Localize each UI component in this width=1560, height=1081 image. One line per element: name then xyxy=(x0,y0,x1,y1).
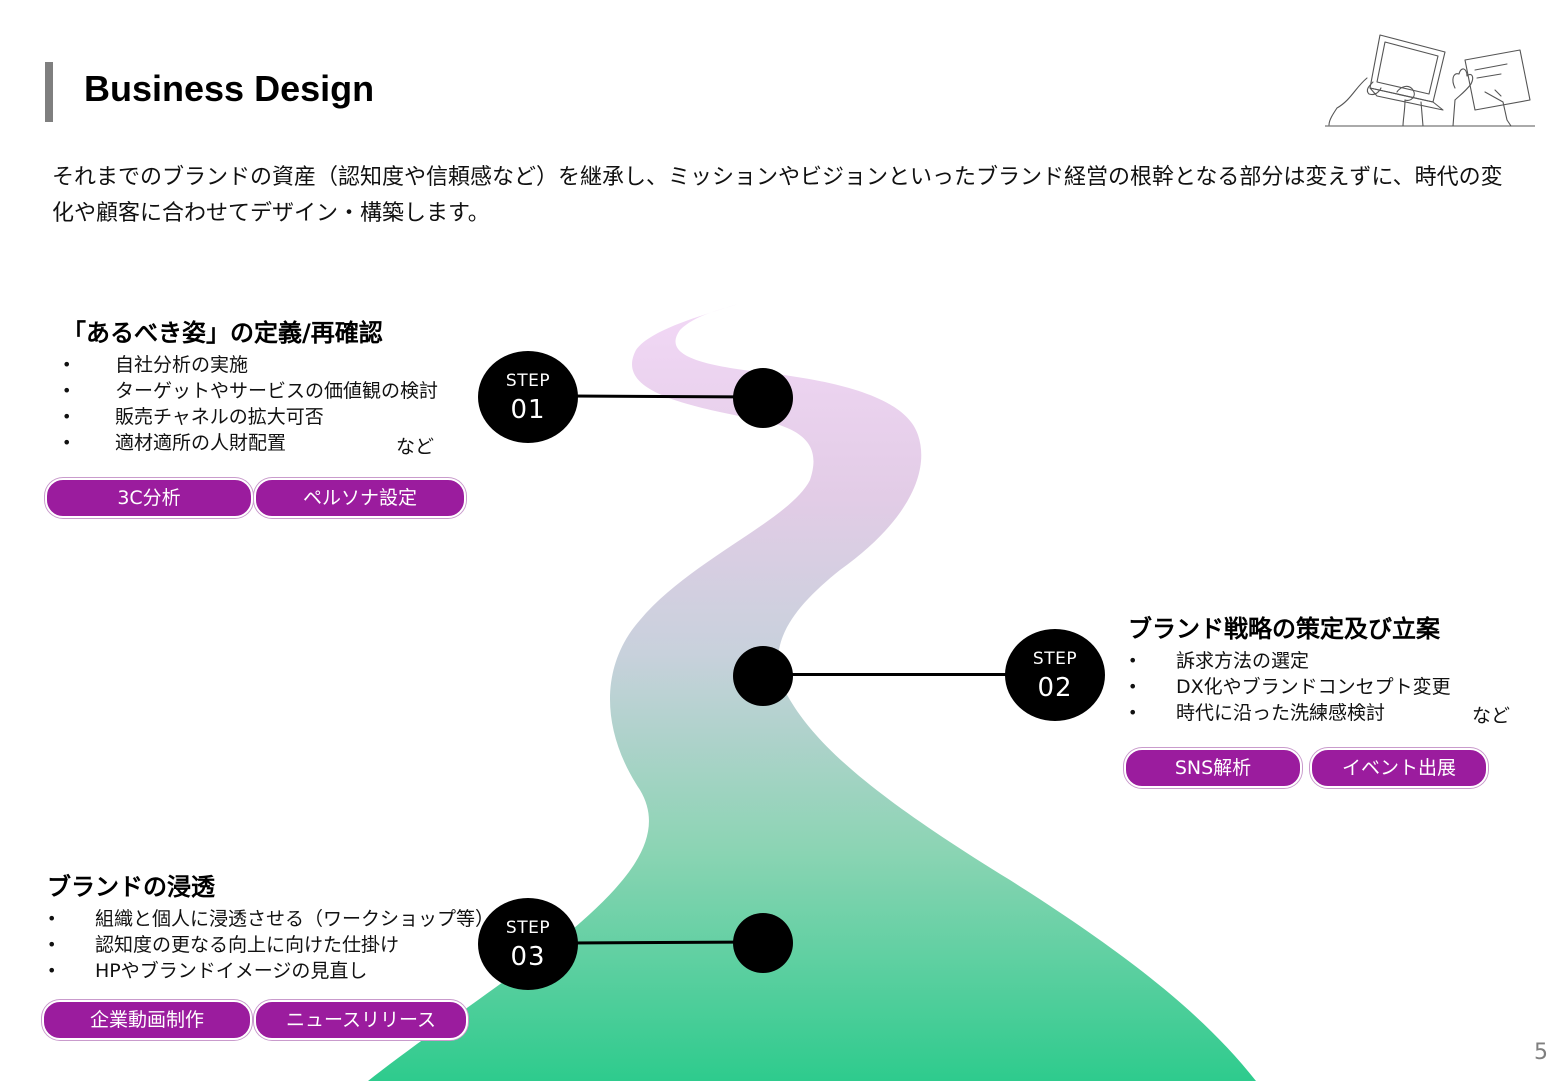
tag-news-release: ニュースリリース xyxy=(254,1000,468,1040)
step-02-suffix: など xyxy=(1472,705,1511,727)
step-number: 01 xyxy=(510,395,546,425)
list-item: 自社分析の実施 xyxy=(62,352,462,378)
step-label: STEP xyxy=(505,918,551,938)
step-label: STEP xyxy=(1032,649,1078,669)
tag-sns-analysis: SNS解析 xyxy=(1124,748,1302,788)
intro-text: それまでのブランドの資産（認知度や信頼感など）を継承し、ミッションやビジョンとい… xyxy=(52,165,1503,226)
list-item: DX化やブランドコンセプト変更 xyxy=(1128,674,1528,700)
step-number: 02 xyxy=(1037,673,1073,703)
title-accent-bar xyxy=(45,62,53,122)
list-item: 認知度の更なる向上に向けた仕掛け xyxy=(47,932,477,958)
tag-persona-setting: ペルソナ設定 xyxy=(254,478,466,518)
list-item: 訴求方法の選定 xyxy=(1128,648,1528,674)
step-03-section: ブランドの浸透 組織と個人に浸透させる（ワークショップ等） 認知度の更なる向上に… xyxy=(47,872,494,984)
step-01-list: 自社分析の実施 ターゲットやサービスの価値観の検討 販売チャネルの拡大可否 適材… xyxy=(62,352,462,456)
page-title: Business Design xyxy=(84,68,375,109)
tag-event-exhibition: イベント出展 xyxy=(1310,748,1488,788)
road-shape xyxy=(368,304,1256,1081)
step-01-road-marker xyxy=(733,368,793,428)
step-02-connector xyxy=(790,673,1010,676)
step-02-section: ブランド戦略の策定及び立案 訴求方法の選定 DX化やブランドコンセプト変更 時代… xyxy=(1128,614,1528,726)
step-03-badge: STEP 03 xyxy=(478,898,578,990)
list-item: 時代に沿った洗練感検討 xyxy=(1128,700,1528,726)
step-02-road-marker xyxy=(733,646,793,706)
step-02-badge: STEP 02 xyxy=(1005,629,1105,721)
list-item: ターゲットやサービスの価値観の検討 xyxy=(62,378,462,404)
step-02-list: 訴求方法の選定 DX化やブランドコンセプト変更 時代に沿った洗練感検討 xyxy=(1128,648,1528,726)
step-number: 03 xyxy=(510,942,546,972)
tag-corporate-video: 企業動画制作 xyxy=(42,1000,252,1040)
list-item: 組織と個人に浸透させる（ワークショップ等） xyxy=(47,906,494,932)
step-label: STEP xyxy=(505,371,551,391)
step-03-road-marker xyxy=(733,913,793,973)
step-01-suffix: など xyxy=(396,436,435,458)
step-01-badge: STEP 01 xyxy=(478,351,578,443)
step-02-heading: ブランド戦略の策定及び立案 xyxy=(1128,615,1440,643)
page-number: 5 xyxy=(1534,1040,1548,1065)
step-01-heading: 「あるべき姿」の定義/再確認 xyxy=(62,319,383,347)
tag-3c-analysis: 3C分析 xyxy=(45,478,253,518)
step-03-list: 組織と個人に浸透させる（ワークショップ等） 認知度の更なる向上に向けた仕掛け H… xyxy=(47,906,494,984)
list-item: 販売チャネルの拡大可否 xyxy=(62,404,462,430)
list-item: 適材適所の人財配置 xyxy=(62,430,462,456)
hands-laptop-sketch-icon xyxy=(1325,34,1535,127)
list-item: HPやブランドイメージの見直し xyxy=(47,958,477,984)
step-03-heading: ブランドの浸透 xyxy=(47,873,215,901)
step-01-section: 「あるべき姿」の定義/再確認 自社分析の実施 ターゲットやサービスの価値観の検討… xyxy=(62,318,462,456)
